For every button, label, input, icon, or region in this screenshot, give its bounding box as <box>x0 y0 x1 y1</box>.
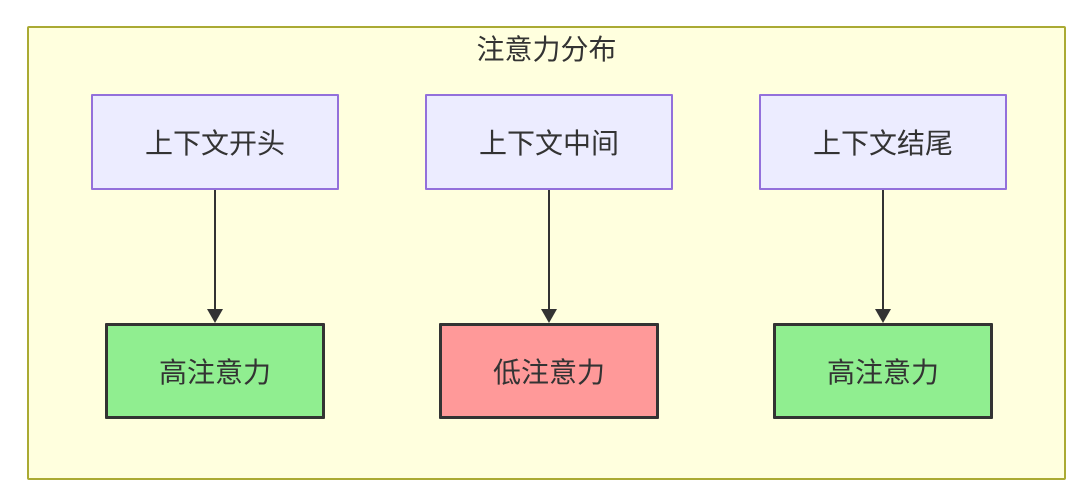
node-context-start: 上下文开头 <box>91 94 339 190</box>
flow-column-context-middle: 上下文中间 低注意力 <box>419 94 679 419</box>
arrow-line <box>882 190 884 310</box>
node-context-start-label: 上下文开头 <box>144 128 285 159</box>
node-high-attention-1-label: 高注意力 <box>158 357 271 388</box>
arrowhead-icon <box>875 309 891 323</box>
node-context-end-label: 上下文结尾 <box>812 128 953 159</box>
arrow-context-middle-to-result <box>541 190 557 323</box>
node-context-middle-label: 上下文中间 <box>478 128 619 159</box>
node-high-attention-2-label: 高注意力 <box>826 357 939 388</box>
arrow-line <box>548 190 550 310</box>
attention-distribution-subgraph: 注意力分布 上下文开头 高注意力 上下文中间 低注意力 上下文结尾 <box>27 26 1066 480</box>
node-high-attention-2: 高注意力 <box>773 323 993 419</box>
arrowhead-icon <box>541 309 557 323</box>
arrow-context-start-to-result <box>207 190 223 323</box>
node-low-attention-label: 低注意力 <box>492 357 605 388</box>
arrow-line <box>214 190 216 310</box>
node-low-attention: 低注意力 <box>439 323 659 419</box>
flow-column-context-start: 上下文开头 高注意力 <box>85 94 345 419</box>
node-high-attention-1: 高注意力 <box>105 323 325 419</box>
flow-column-context-end: 上下文结尾 高注意力 <box>753 94 1013 419</box>
node-context-end: 上下文结尾 <box>759 94 1007 190</box>
node-context-middle: 上下文中间 <box>425 94 673 190</box>
diagram-title: 注意力分布 <box>476 34 617 65</box>
arrow-context-end-to-result <box>875 190 891 323</box>
arrowhead-icon <box>207 309 223 323</box>
